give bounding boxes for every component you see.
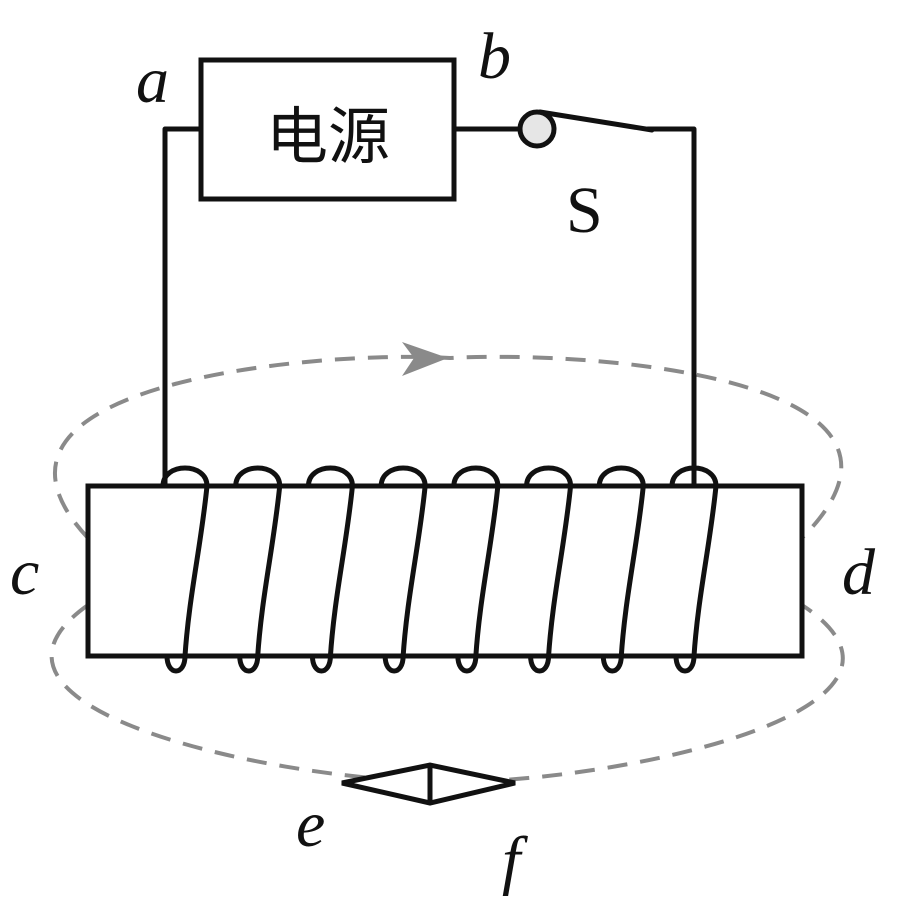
coil-turn-bottom-arc — [528, 655, 552, 674]
coil-turn-front — [400, 483, 428, 659]
wire-right — [645, 126, 697, 489]
label-a: a — [136, 44, 169, 117]
coil-turn-top-arc — [451, 465, 501, 487]
coil-front-strokes — [182, 483, 719, 659]
switch-contact — [517, 109, 557, 149]
label-f: f — [502, 824, 528, 897]
field-line-upper — [53, 354, 844, 540]
coil-turn-front — [255, 483, 283, 659]
coil-turn-top-arc — [378, 465, 428, 487]
coil-turn-top-arc — [596, 465, 646, 487]
power-source-box — [198, 57, 457, 202]
coil-turn-bottom-arc — [600, 655, 624, 674]
label-d: d — [842, 536, 876, 609]
solenoid-core — [85, 483, 805, 659]
coil-turn-bottom-arc — [382, 655, 406, 674]
label-switch: S — [566, 174, 603, 247]
power-source-label: 电源 — [266, 100, 390, 173]
coil-turn-bottom-arc — [164, 655, 188, 674]
wire-left — [162, 126, 204, 489]
field-direction-arrow — [402, 342, 448, 376]
label-e: e — [296, 788, 325, 861]
coil-turn-front — [618, 483, 646, 659]
circuit-wires — [162, 109, 697, 489]
coil-turn-bottom-arc — [673, 655, 697, 674]
coil-back-arcs — [160, 465, 719, 674]
coil-turn-front — [473, 483, 501, 659]
coil-turn-front — [546, 483, 574, 659]
coil-turn-front — [691, 483, 719, 659]
coil-turn-bottom-arc — [455, 655, 479, 674]
coil-turn-front — [327, 483, 355, 659]
coil-turn-top-arc — [305, 465, 355, 487]
coil-turn-front — [182, 483, 210, 659]
label-b: b — [478, 20, 511, 93]
label-c: c — [10, 536, 39, 609]
coil-lead-arc — [160, 465, 210, 487]
coil-turn-top-arc — [524, 465, 574, 487]
coil-turn-top-arc — [233, 465, 283, 487]
coil-turn-bottom-arc — [237, 655, 261, 674]
coil-turn-bottom-arc — [309, 655, 333, 674]
compass-needle — [341, 762, 516, 806]
switch-blade — [537, 109, 655, 133]
